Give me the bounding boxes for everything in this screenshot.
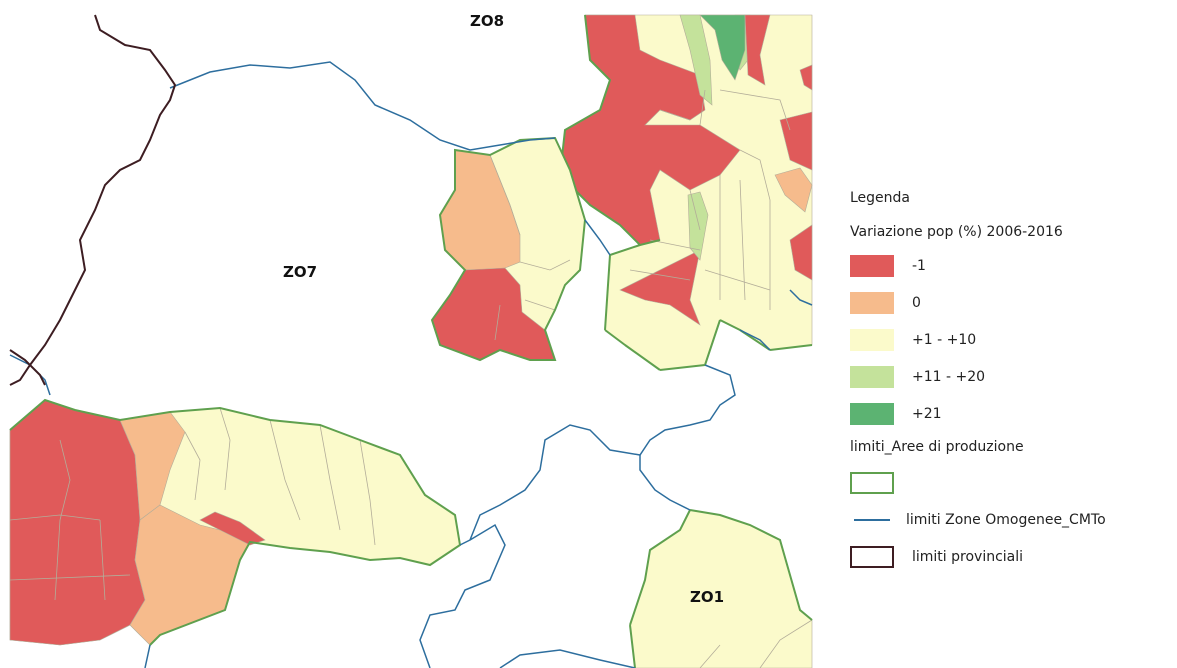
muni-sw-red-2 [199, 511, 266, 546]
legend-class-neg: -1 [850, 254, 1170, 278]
municipalities-northeast [559, 14, 813, 371]
muni-ne-red-5 [789, 224, 813, 281]
muni-ne-outline [559, 14, 813, 371]
zone-boundaries [9, 61, 813, 668]
zone-line-zo7-south [459, 364, 736, 546]
legend-title: Legenda [850, 190, 911, 206]
legend-swatch-low [850, 329, 894, 351]
province-line-west-2 [9, 349, 46, 386]
municipalities-zo1 [629, 509, 813, 668]
map-svg: ZO8 ZO7 ZO1 [9, 12, 813, 668]
zone-line-zo7-west [9, 354, 51, 396]
zone-line-south-2 [639, 455, 691, 511]
legend-class-zero: 0 [850, 291, 1170, 315]
legend-class-label: 0 [912, 295, 921, 311]
legend-swatch-zone-line [850, 509, 894, 531]
zone-label-zo1: ZO1 [690, 588, 724, 606]
municipalities-central [430, 136, 587, 362]
legend-class-low: +1 - +10 [850, 328, 1170, 352]
legend-swatch-mid [850, 366, 894, 388]
legend-aree-title: limiti_Aree di produzione [850, 439, 1024, 455]
legend-subtitle: Variazione pop (%) 2006-2016 [850, 224, 1063, 240]
legend-class-high: +21 [850, 402, 1170, 426]
legend-class-label: +11 - +20 [912, 369, 986, 385]
legend-class-label: +1 - +10 [912, 332, 977, 348]
zone-line-zo7-north [169, 61, 556, 151]
muni-ne-orange-1 [774, 167, 813, 213]
municipalities-southwest [9, 398, 462, 646]
legend-zone-row: limiti Zone Omogenee_CMTo [850, 508, 1170, 532]
legend-class-mid: +11 - +20 [850, 365, 1170, 389]
muni-ne-red-6 [799, 64, 813, 91]
province-line-west [9, 14, 177, 386]
zone-label-zo7: ZO7 [283, 263, 317, 281]
muni-c-outline [430, 136, 587, 362]
muni-sw-internal [9, 407, 376, 601]
muni-ne-green-4 [687, 191, 709, 261]
map-canvas[interactable]: ZO8 ZO7 ZO1 [0, 0, 820, 668]
muni-ne-internal [629, 89, 791, 310]
legend-swatch-province [850, 546, 894, 568]
legend-swatch-zero [850, 292, 894, 314]
legend-panel: Legenda Variazione pop (%) 2006-2016 -1 … [850, 190, 1170, 582]
legend-aree-row [850, 471, 1170, 495]
legend-zone-label: limiti Zone Omogenee_CMTo [906, 512, 1106, 528]
province-boundary [9, 14, 177, 386]
zone-line-south-4 [144, 644, 151, 668]
muni-sw-orange-1 [119, 411, 186, 521]
muni-sw-outline [9, 398, 462, 646]
legend-province-label: limiti provinciali [912, 549, 1024, 565]
zone-label-zo8: ZO8 [470, 12, 504, 30]
legend-swatch-high [850, 403, 894, 425]
zone-line-east [739, 289, 813, 351]
muni-ne-red-4 [779, 111, 813, 171]
muni-sw-red-1 [9, 399, 146, 646]
muni-zo1-outline [629, 509, 813, 668]
zone-line-zo7-east [584, 219, 611, 256]
legend-class-label: -1 [912, 258, 926, 274]
zone-line-south-1 [419, 523, 506, 668]
muni-c-internal [489, 154, 571, 341]
legend-class-label: +21 [912, 406, 942, 422]
zone-line-south-3 [499, 649, 636, 668]
legend-swatch-aree [850, 472, 894, 494]
legend-swatch-neg [850, 255, 894, 277]
legend-province-row: limiti provinciali [850, 545, 1170, 569]
muni-ne-red-3 [744, 14, 771, 86]
muni-zo1-internal [699, 619, 813, 668]
